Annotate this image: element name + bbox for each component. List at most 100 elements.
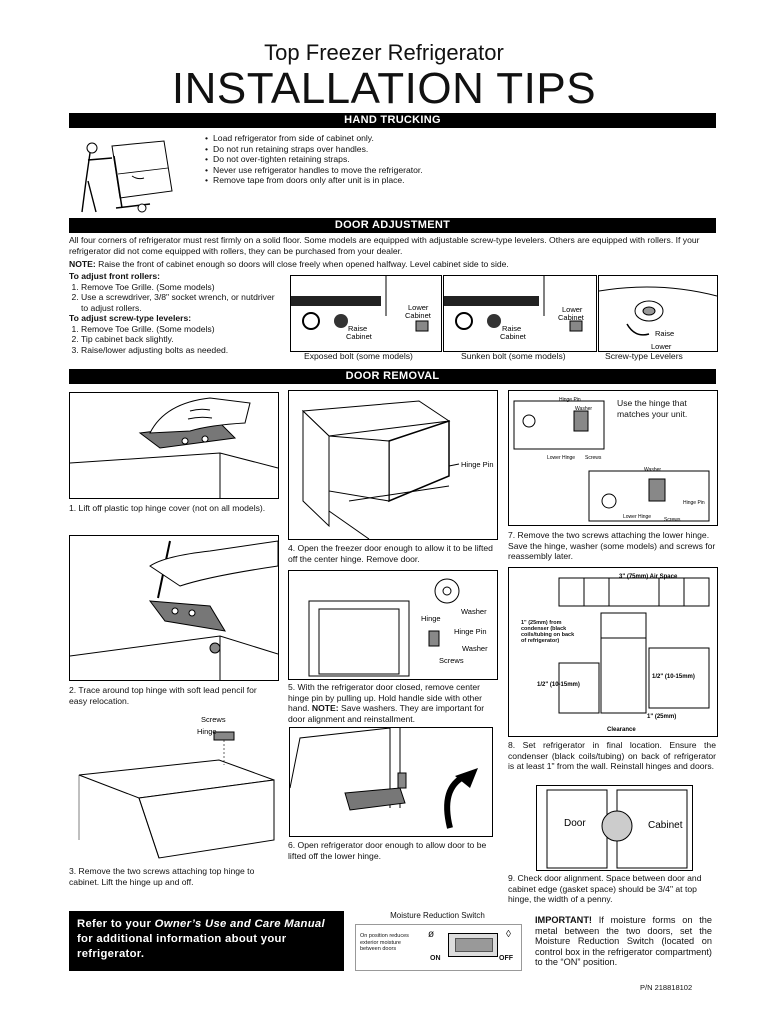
hinge-pin-label: Hinge Pin (683, 500, 705, 506)
hinge-pin-label: Hinge Pin (461, 460, 494, 469)
lower-hinge-label: Lower Hinge (623, 514, 651, 520)
lower-label: Lower (408, 303, 429, 312)
list-item: Remove tape from doors only after unit i… (213, 175, 604, 186)
cabinet-label: Cabinet (558, 313, 585, 322)
exposed-bolt-caption: Exposed bolt (some models) (304, 351, 413, 361)
important-note: IMPORTANT! If moisture forms on the meta… (535, 915, 712, 968)
list-item: Use a screwdriver, 3/8" socket wrench, o… (81, 292, 284, 313)
sunken-bolt-caption: Sunken bolt (some models) (461, 351, 566, 361)
list-item: Raise/lower adjusting bolts as needed. (81, 345, 284, 356)
step7-text: 7. Remove the two screws attaching the l… (508, 530, 716, 562)
door-label: Door (564, 818, 586, 829)
page-title: INSTALLATION TIPS (171, 64, 597, 113)
raise-label: Raise (348, 324, 367, 333)
subtitle: Top Freezer Refrigerator (264, 40, 504, 65)
exposed-bolt-figure: Lower Cabinet Raise Cabinet (290, 275, 442, 352)
hinge-pin-label: Hinge Pin (559, 397, 581, 403)
hand-trucking-list: Load refrigerator from side of cabinet o… (204, 133, 604, 186)
step1-figure (69, 392, 279, 499)
step8-text: 8. Set refrigerator in final location. E… (508, 740, 716, 772)
step5-text-b: Save washers. They are important for doo… (288, 703, 485, 724)
list-item: Do not run retaining straps over handles… (213, 144, 604, 155)
screws-label: Screws (439, 656, 464, 665)
condenser-label: 1" (25mm) from condenser (black coils/tu… (521, 620, 575, 644)
step8-figure: 3" (75mm) Air Space 1" (25mm) from conde… (508, 567, 718, 737)
hinge-label: Hinge (197, 727, 217, 736)
step5-note: NOTE: (311, 703, 339, 714)
step5-text-a: 5. With the refrigerator door closed, re… (288, 682, 482, 714)
hinge-label: Hinge (421, 614, 441, 623)
washer-label: Washer (644, 467, 661, 473)
cabinet-label: Cabinet (500, 332, 527, 341)
lower-label: Lower (651, 342, 672, 351)
list-item: Tip cabinet back slightly. (81, 334, 284, 345)
hinge-pin-label: Hinge Pin (454, 627, 487, 636)
step2-figure (69, 535, 279, 681)
list-item: Load refrigerator from side of cabinet o… (213, 133, 604, 144)
screws-label: Screws (201, 715, 226, 724)
moisture-drop-icon: ◊ (506, 929, 511, 940)
screw-leveler-figure: Raise Lower (598, 275, 718, 352)
step4-text: 4. Open the freezer door enough to allow… (288, 543, 493, 564)
lower-label: Lower (562, 305, 583, 314)
moisture-switch-figure: Moisture Reduction Switch On position re… (350, 911, 525, 973)
step3-text: 3. Remove the two screws attaching top h… (69, 866, 255, 887)
raise-label: Raise (655, 329, 674, 338)
off-label: OFF (499, 955, 513, 962)
cabinet-label: Cabinet (405, 311, 432, 320)
step4-figure: Hinge Pin (288, 390, 498, 540)
section-bar-door-removal: DOOR REMOVAL (69, 369, 716, 384)
cabinet-label: Cabinet (346, 332, 373, 341)
list-item: Do not over-tighten retaining straps. (213, 154, 604, 165)
step6-text: 6. Open refrigerator door enough to allo… (288, 840, 487, 861)
washer-label: Washer (461, 607, 487, 616)
list-item: Remove Toe Grille. (Some models) (81, 282, 284, 293)
step3-figure: Screws Hinge (69, 710, 277, 860)
step7-note: Use the hinge that matches your unit. (617, 398, 688, 419)
moisture-off-icon: ø (428, 929, 435, 940)
door-adjustment-intro: All four corners of refrigerator must re… (69, 235, 700, 256)
step5-text: 5. With the refrigerator door closed, re… (288, 682, 496, 724)
section-bar-hand-trucking: HAND TRUCKING (69, 113, 716, 128)
section-bar-door-adjustment: DOOR ADJUSTMENT (69, 218, 716, 233)
step6-figure (289, 727, 493, 837)
moisture-title: Moisture Reduction Switch (390, 911, 485, 920)
manual-title: Owner’s Use and Care Manual (154, 918, 325, 930)
half-inch-right-label: 1/2" (10-15mm) (652, 674, 695, 680)
refer-text-b: for additional information about your re… (77, 933, 287, 960)
washer-label: Washer (462, 644, 488, 653)
adjustment-instructions: To adjust front rollers: Remove Toe Gril… (69, 271, 284, 355)
note-text: Raise the front of cabinet enough so doo… (95, 259, 509, 269)
important-text: If moisture forms on the metal between t… (535, 915, 712, 968)
screws-label: Screws (664, 517, 681, 523)
door-adjustment-note: NOTE: Raise the front of cabinet enough … (69, 259, 719, 270)
on-label: ON (430, 955, 441, 962)
step9-text: 9. Check door alignment. Space between d… (508, 873, 702, 905)
moisture-panel: On position reduces exterior moisture be… (355, 924, 522, 971)
note-label: NOTE: (69, 259, 96, 269)
one-inch-label: 1" (25mm) (647, 714, 676, 720)
screw-leveler-caption: Screw-type Levelers (605, 351, 683, 361)
rollers-heading: To adjust front rollers: (69, 271, 161, 281)
screws-label: Screws (585, 455, 602, 461)
important-label: IMPORTANT! (535, 915, 592, 925)
raise-label: Raise (502, 324, 521, 333)
step5-figure: Washer Hinge Hinge Pin Washer Screws (288, 570, 498, 680)
list-item: Never use refrigerator handles to move t… (213, 165, 604, 176)
step1-text: 1. Lift off plastic top hinge cover (not… (69, 503, 266, 513)
washer-label: Washer (575, 406, 592, 412)
levelers-heading: To adjust screw-type levelers: (69, 313, 192, 323)
moisture-note: On position reduces exterior moisture be… (360, 933, 409, 952)
moisture-switch[interactable] (448, 933, 498, 957)
clearance-label: Clearance (607, 727, 636, 733)
step2-text: 2. Trace around top hinge with soft lead… (69, 685, 257, 706)
step9-figure: Door Cabinet (536, 785, 693, 871)
lower-hinge-label: Lower Hinge (547, 455, 575, 461)
hand-truck-illustration (72, 136, 182, 216)
sunken-bolt-figure: Lower Cabinet Raise Cabinet (443, 275, 597, 352)
part-number: P/N 218818102 (640, 983, 693, 992)
step7-figure: Hinge Pin Washer Lower Hinge Screws Wash… (508, 390, 718, 526)
air-space-label: 3" (75mm) Air Space (619, 574, 678, 580)
refer-to-manual-box: Refer to your Owner’s Use and Care Manua… (69, 911, 344, 971)
cabinet-label: Cabinet (648, 820, 683, 831)
